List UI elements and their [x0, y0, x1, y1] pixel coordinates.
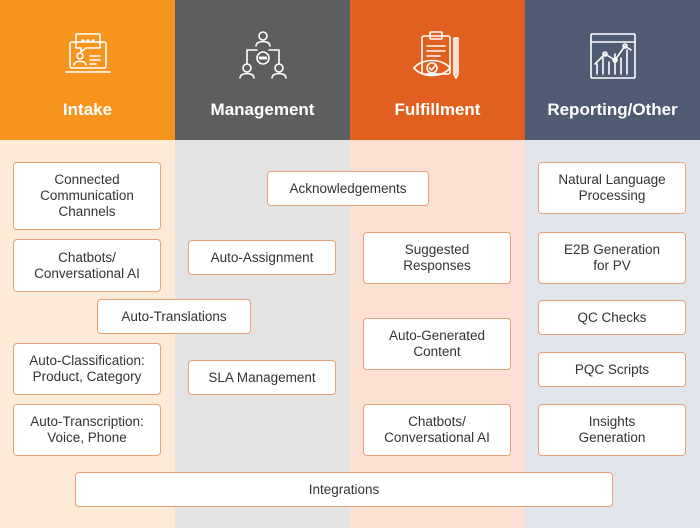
chat-monitor-icon — [65, 33, 111, 73]
column-title-reporting: Reporting/Other — [547, 100, 678, 119]
box-suggested-responses: Suggested Responses — [363, 232, 511, 284]
box-auto-generated-content: Auto-Generated Content — [363, 318, 511, 370]
box-auto-classification: Auto-Classification: Product, Category — [13, 343, 161, 395]
header-intake: Intake — [0, 0, 175, 140]
people-network-icon — [239, 31, 287, 79]
box-auto-assignment: Auto-Assignment — [188, 240, 336, 275]
box-e2b-generation: E2B Generation for PV — [538, 232, 686, 284]
clipboard-eye-icon — [413, 31, 459, 79]
column-title-intake: Intake — [62, 100, 113, 119]
box-chatbots-intake: Chatbots/ Conversational AI — [13, 239, 161, 292]
box-qc-checks: QC Checks — [538, 300, 686, 335]
line-chart-icon — [590, 33, 636, 79]
header-management: Management — [175, 0, 350, 140]
box-pqc-scripts: PQC Scripts — [538, 352, 686, 387]
header-reporting: Reporting/Other — [525, 0, 700, 140]
box-integrations: Integrations — [75, 472, 613, 507]
box-acknowledgements: Acknowledgements — [267, 171, 429, 206]
box-sla-management: SLA Management — [188, 360, 336, 395]
box-auto-transcription: Auto-Transcription: Voice, Phone — [13, 404, 161, 456]
header-fulfillment: Fulfillment — [350, 0, 525, 140]
box-connected-communication-channels: Connected Communication Channels — [13, 162, 161, 230]
column-title-fulfillment: Fulfillment — [394, 100, 481, 119]
box-insights-generation: Insights Generation — [538, 404, 686, 456]
box-natural-language-processing: Natural Language Processing — [538, 162, 686, 214]
box-auto-translations: Auto-Translations — [97, 299, 251, 334]
box-chatbots-fulfillment: Chatbots/ Conversational AI — [363, 404, 511, 456]
column-title-management: Management — [210, 100, 315, 119]
